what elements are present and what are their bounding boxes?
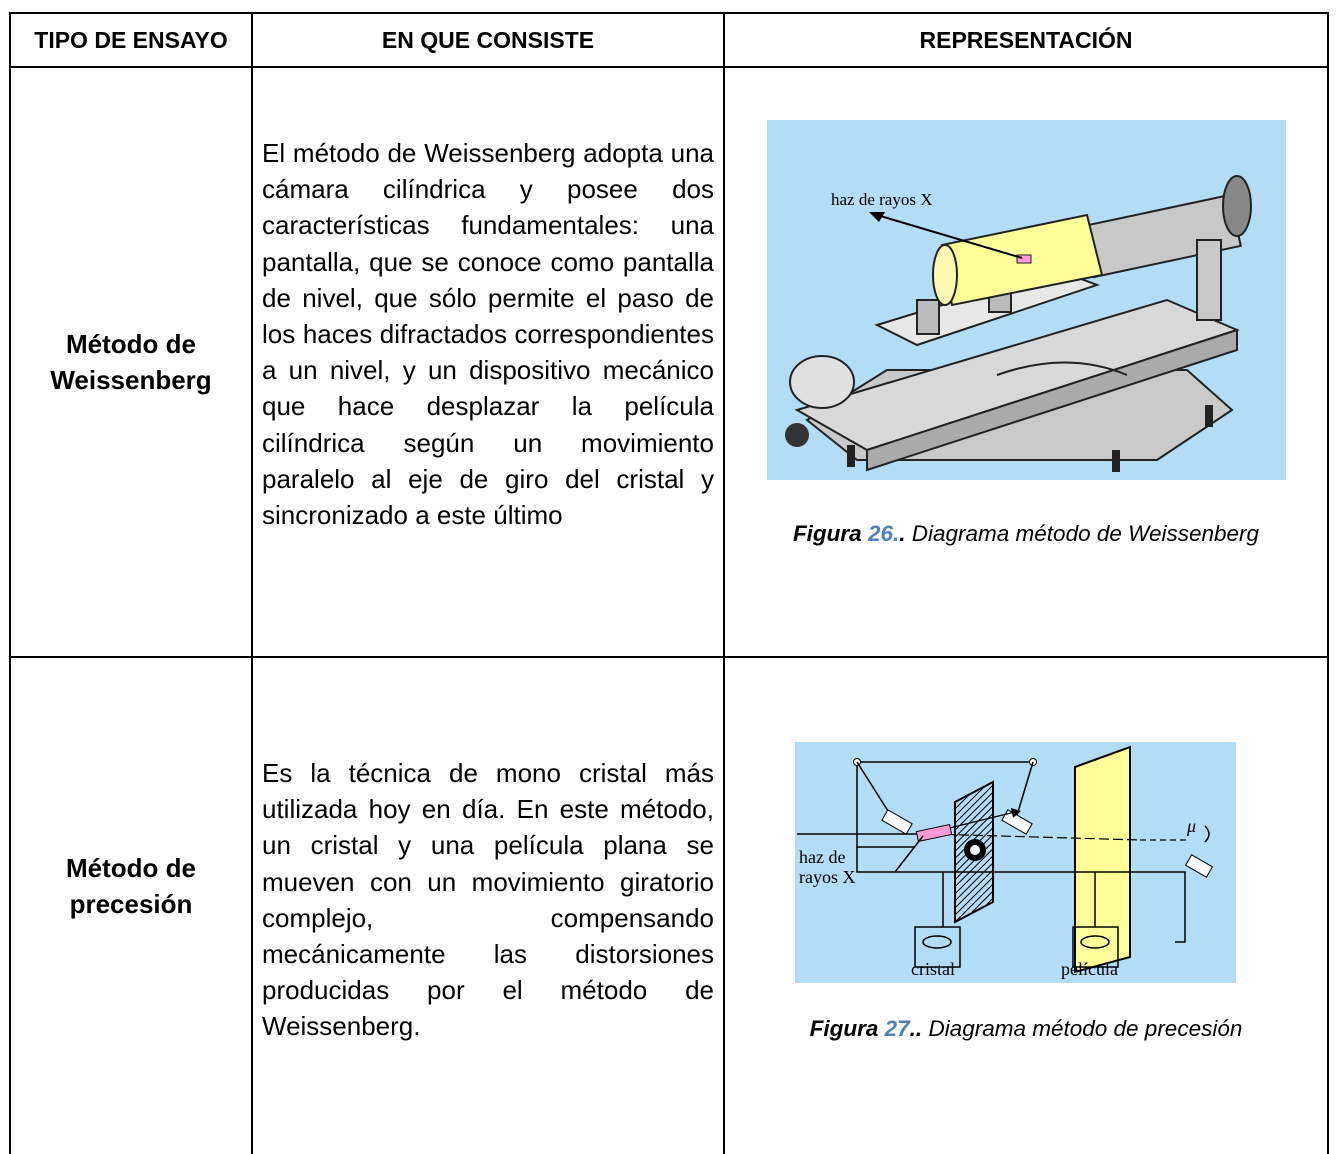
screen-aperture-inner	[970, 845, 980, 855]
row-1-type-line1: Método de	[65, 329, 196, 359]
bearing	[881, 809, 913, 835]
crystal-sample	[1016, 254, 1032, 264]
beam-axis	[930, 833, 1141, 841]
row-1-type-line2: Weissenberg	[50, 365, 212, 395]
caption-27-text: Diagrama método de precesión	[922, 1016, 1243, 1041]
crystal-mount-dial	[922, 935, 952, 949]
caption-27-prefix: Figura	[809, 1016, 879, 1041]
row-2-type-line2: precesión	[69, 889, 193, 919]
caption-27-number: 27	[884, 1016, 910, 1041]
support-post	[916, 299, 940, 335]
header-representacion: REPRESENTACIÓN	[919, 26, 1133, 53]
film-opening	[932, 244, 958, 306]
crystal-label: cristal	[911, 959, 955, 979]
header-bottom-border	[9, 66, 1329, 68]
row-2-description: Es la técnica de mono cristal más utiliz…	[262, 755, 714, 1055]
angle-scale	[996, 361, 1128, 376]
table-left-border	[9, 14, 11, 1154]
rotation-arrow	[1204, 825, 1210, 843]
caption-26-text: Diagrama método de Weissenberg	[905, 521, 1260, 546]
row-2-type: Método de precesión	[11, 658, 251, 1154]
figure-27-precession-diagram: μ haz de rayos X cristal película	[795, 742, 1236, 983]
figure-26-weissenberg-diagram: haz de rayos X	[767, 120, 1286, 480]
bearing	[1184, 854, 1214, 878]
film-mount-dial	[1080, 935, 1110, 949]
crystal-sample	[915, 823, 953, 843]
caption-26-number: 26.	[867, 521, 900, 546]
row-divider	[9, 656, 1329, 658]
header-en-que-consiste: EN QUE CONSISTE	[381, 26, 595, 53]
figure-26-caption: Figura 26.. Diagrama método de Weissenbe…	[725, 521, 1327, 547]
precession-illustration: μ haz de rayos X cristal película	[795, 742, 1236, 983]
arrow-head	[1011, 808, 1021, 818]
mu-symbol: μ	[1186, 816, 1196, 836]
weissenberg-illustration: haz de rayos X	[767, 120, 1286, 480]
frame-line	[1025, 871, 1186, 943]
leg	[1205, 405, 1213, 427]
film-label: película	[1061, 959, 1118, 979]
beam-label: haz de rayos X	[831, 190, 933, 209]
beam-label-line2: rayos X	[799, 867, 856, 887]
row-1-description: El método de Weissenberg adopta una cáma…	[262, 135, 714, 605]
row-1-type: Método de Weissenberg	[11, 68, 251, 656]
camera-end	[1222, 175, 1252, 237]
crystal-mount-box	[914, 926, 961, 968]
caption-27-dot: ..	[909, 1016, 923, 1041]
x-ray-beam	[876, 214, 1023, 259]
figure-background	[795, 742, 1236, 983]
motor	[789, 355, 855, 409]
frame-line	[856, 835, 924, 873]
row-2-description-text: Es la técnica de mono cristal más utiliz…	[262, 758, 714, 1042]
column-divider-2	[723, 14, 725, 1154]
table-top-border	[9, 12, 1329, 14]
support-pillar	[1196, 239, 1222, 321]
header-tipo-de-ensayo: TIPO DE ENSAYO	[34, 26, 228, 53]
arrow-head	[869, 212, 885, 222]
flat-film	[1074, 745, 1131, 974]
row-1-description-text: El método de Weissenberg adopta una cáma…	[262, 138, 714, 531]
row-2-type-line1: Método de	[66, 853, 196, 883]
leg	[1112, 450, 1120, 472]
caption-26-prefix: Figura	[792, 521, 862, 546]
caption-26-dot: .	[899, 521, 906, 546]
beam-label-line1: haz de	[799, 847, 845, 867]
film-mount-box	[1072, 926, 1119, 968]
adjustment-knob	[785, 423, 809, 447]
leg	[847, 445, 855, 467]
table-right-border	[1327, 14, 1329, 1154]
column-divider-1	[251, 14, 253, 1154]
figure-27-caption: Figura 27.. Diagrama método de precesión	[725, 1016, 1327, 1042]
